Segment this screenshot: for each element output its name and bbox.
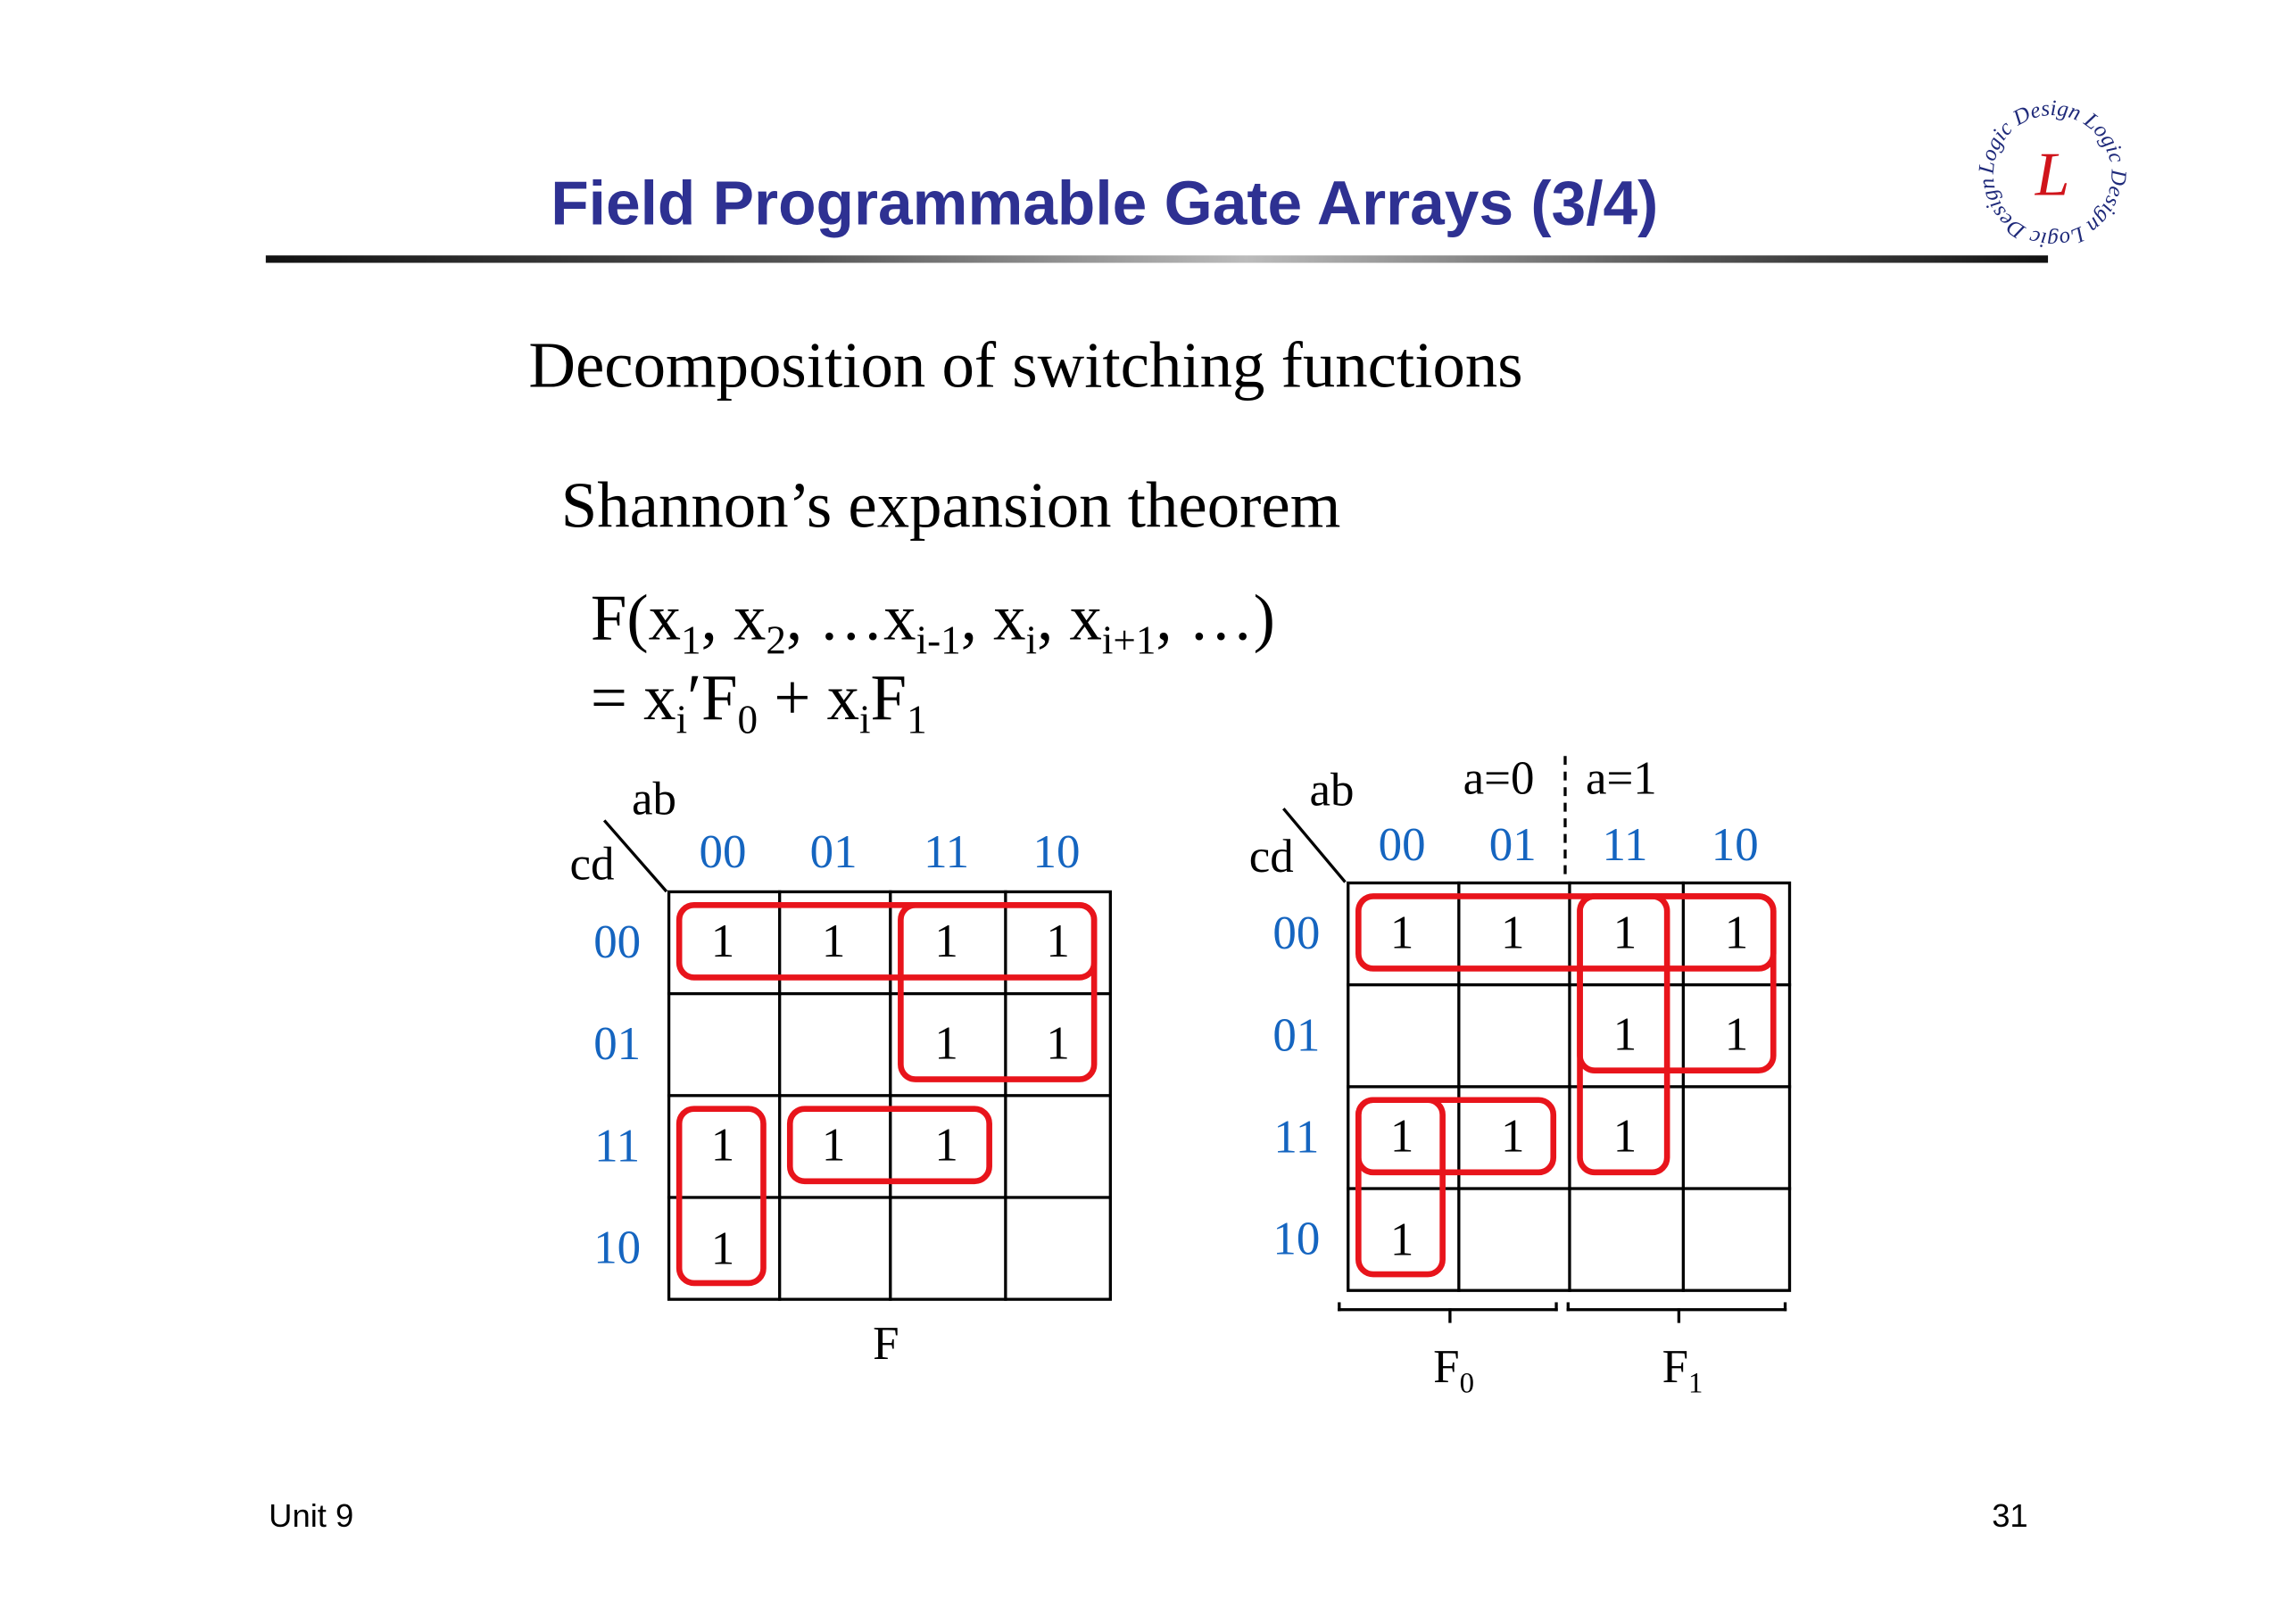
kmap-cell (1004, 1094, 1112, 1199)
kmap-cell (1347, 983, 1461, 1089)
row-label: 11 (1273, 1108, 1320, 1163)
heading: Decomposition of switching functions (528, 328, 1523, 402)
column-label: 10 (1711, 816, 1759, 871)
column-label: 01 (1488, 816, 1537, 871)
kmap-cell: 1 (1347, 1187, 1461, 1292)
kmap-cell: 1 (889, 991, 1007, 1098)
column-label: 10 (1032, 824, 1081, 878)
kmap-cell: 1 (1457, 881, 1571, 987)
formula-line-2: = xi′F0 + xiF1 (590, 661, 927, 742)
column-label: 11 (924, 824, 970, 878)
row-label: 10 (593, 1219, 642, 1273)
row-variable-label: cd (569, 836, 615, 890)
row-label: 01 (593, 1015, 642, 1070)
half-label-a1: a=1 (1585, 750, 1657, 804)
row-label: 00 (593, 914, 642, 967)
kmap-cell: 1 (778, 1094, 892, 1199)
kmap-cell: 1 (778, 890, 892, 996)
kmap-cell (778, 991, 892, 1098)
half-label-a0: a=0 (1463, 750, 1535, 804)
bracket-tick (1447, 1308, 1451, 1323)
kmap-cell: 1 (667, 1196, 782, 1301)
row-label: 10 (1272, 1210, 1321, 1264)
formula-line-1: F(x1, x2, …xi-1, xi, xi+1, …) (590, 581, 1275, 663)
kmap-cell: 1 (667, 890, 782, 996)
kmap-cell (1681, 1085, 1792, 1190)
kmap-cell (667, 991, 782, 1098)
kmap-cell (778, 1196, 892, 1301)
kmap-cell (1004, 1196, 1112, 1300)
kmap-cell (1457, 1187, 1571, 1292)
grouping-loop (1355, 1097, 1557, 1176)
grouping-loop (676, 1106, 767, 1287)
kmap-cell: 1 (1681, 983, 1792, 1089)
subheading: Shannon’s expansion theorem (560, 469, 1341, 543)
column-variable-label: ab (632, 771, 677, 825)
grouping-loop (786, 1106, 992, 1185)
kmap-cell: 1 (1347, 1085, 1461, 1190)
kmap-cell: 1 (889, 1094, 1007, 1199)
kmap-cell: 1 (1004, 891, 1112, 996)
kmap-cell: 1 (1347, 881, 1461, 987)
kmap-cell: 1 (1681, 882, 1792, 987)
row-label: 01 (1272, 1007, 1321, 1061)
svg-text:L: L (2035, 140, 2070, 209)
row-label: 11 (594, 1117, 641, 1172)
row-label: 00 (1272, 905, 1321, 958)
kmap-cell (889, 1196, 1007, 1301)
kmap-cell (1682, 1187, 1791, 1291)
bracket-tick (1676, 1308, 1680, 1323)
kmap-cell: 1 (889, 890, 1007, 996)
column-label: 11 (1602, 816, 1648, 871)
kmap-cell: 1 (1457, 1085, 1571, 1190)
kmap-cell: 1 (1568, 983, 1686, 1089)
footer-unit: Unit 9 (269, 1496, 354, 1535)
column-label: 00 (699, 824, 747, 878)
title-divider (265, 255, 2049, 263)
column-variable-label: ab (1309, 762, 1355, 816)
kmap-caption: F1 (1662, 1338, 1703, 1400)
grouping-loop (1577, 893, 1670, 1176)
half-divider-dashed (1563, 756, 1567, 874)
page-number: 31 (1992, 1496, 2028, 1535)
row-variable-label: cd (1248, 829, 1294, 882)
kmap-cell (1457, 983, 1571, 1089)
kmap-cell: 1 (1568, 1085, 1686, 1190)
kmap-caption: F (873, 1316, 899, 1370)
column-label: 01 (809, 824, 858, 878)
logic-design-logo: Logic Design Logic Design Logic Design L (1976, 101, 2129, 248)
grouping-loop (898, 902, 1098, 1082)
kmap-caption: F0 (1433, 1338, 1474, 1400)
slide-title: Field Programmable Gate Arrays (3/4) (551, 168, 1659, 238)
kmap-cell: 1 (1004, 992, 1112, 1098)
column-label: 00 (1378, 816, 1426, 871)
kmap-cell: 1 (1568, 881, 1686, 987)
kmap-cell (1568, 1187, 1686, 1292)
kmap-cell: 1 (667, 1094, 782, 1199)
